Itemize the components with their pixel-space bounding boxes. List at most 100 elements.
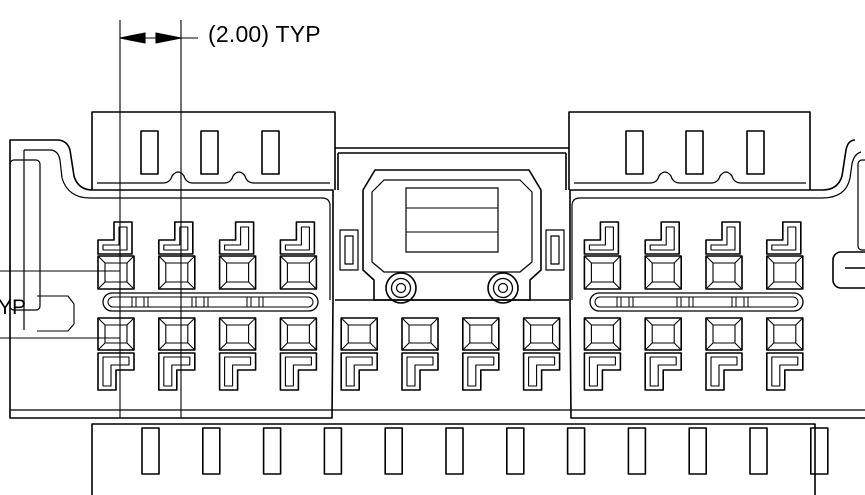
upper-contact <box>218 221 257 290</box>
contact-cell-inner <box>651 324 675 344</box>
pin-row <box>91 423 829 495</box>
contact-cell <box>97 317 135 351</box>
contact-foot <box>583 352 622 391</box>
contact-cell <box>279 317 318 351</box>
contact-cell-inner <box>104 262 128 283</box>
contact-cap-inner <box>588 226 614 251</box>
contact-cell-bevel <box>340 317 378 351</box>
contact-cell <box>705 317 743 351</box>
contact-cap <box>766 221 802 255</box>
contact-cell <box>401 317 439 351</box>
pin <box>323 427 343 475</box>
contact-foot-inner <box>467 356 495 387</box>
top-blocks <box>91 111 811 190</box>
lower-contact-row <box>97 317 804 391</box>
contact-cell-bevel <box>462 317 500 351</box>
pin-block-outline <box>91 423 816 495</box>
lower-contact <box>279 317 318 391</box>
contact-cap <box>705 221 741 255</box>
contact-cap-inner <box>284 226 310 251</box>
rail-mark <box>676 297 694 307</box>
latch-window <box>405 187 499 253</box>
top-block-left <box>91 111 336 190</box>
contact-foot-inner <box>163 356 191 387</box>
top-block-left-scallops <box>97 171 330 184</box>
contact-cell-inner <box>286 262 310 283</box>
contact-cell-inner <box>347 324 371 344</box>
contact-cell-inner <box>165 262 189 283</box>
contact-cap-inner <box>771 226 797 251</box>
pin <box>445 427 464 475</box>
contact-foot <box>401 352 439 391</box>
contact-cell-bevel <box>644 255 682 290</box>
rail-left <box>102 292 319 312</box>
arrowhead-right <box>155 32 182 44</box>
contact-cell-inner <box>590 324 614 344</box>
latch-inner <box>371 179 533 273</box>
screw-hole-right <box>487 272 519 304</box>
contact-cell-inner <box>773 324 797 344</box>
pin <box>749 427 768 475</box>
contact-cap <box>583 221 620 255</box>
contact-cell <box>158 317 196 351</box>
contact-cell-inner <box>408 324 432 344</box>
pin <box>202 427 221 475</box>
contact-foot-inner <box>345 356 373 387</box>
contact-cap-inner <box>163 226 189 251</box>
contact-foot-inner <box>710 356 738 387</box>
rail-marks <box>131 297 749 307</box>
contact-cell <box>765 255 804 290</box>
contact-cap <box>97 221 133 255</box>
contact-foot <box>279 352 318 391</box>
upper-contact <box>644 221 683 290</box>
contact-foot-inner <box>528 356 556 387</box>
pin <box>505 427 525 475</box>
pin <box>688 427 708 475</box>
contact-foot <box>766 352 804 391</box>
contact-cell <box>644 255 683 290</box>
contact-cell-bevel <box>158 317 196 351</box>
rail-mark <box>731 297 749 307</box>
upper-contact <box>279 221 318 290</box>
contact-cell-bevel <box>766 255 804 290</box>
contact-cell <box>218 317 257 351</box>
housing-inner-left <box>24 149 331 300</box>
upper-contact <box>583 221 622 290</box>
contact-cell-inner <box>469 324 493 344</box>
contact-cap <box>279 221 316 255</box>
contact-cell <box>218 255 257 290</box>
lower-contact <box>765 317 804 391</box>
contact-foot-inner <box>102 356 130 387</box>
contact-cell-bevel <box>219 317 256 351</box>
upper-contact <box>705 221 743 290</box>
left-dimension <box>0 270 120 339</box>
contact-cell <box>522 317 561 351</box>
contact-cell <box>340 317 379 351</box>
rail-mark <box>131 297 149 307</box>
center-latch <box>335 147 569 304</box>
left-side-slot <box>9 159 41 311</box>
lower-contact <box>401 317 439 391</box>
pitch-dimension <box>119 20 198 418</box>
contact-cap <box>218 221 255 255</box>
top-slot <box>685 130 704 175</box>
contact-cap-inner <box>710 226 736 251</box>
contact-cap-inner <box>224 226 250 251</box>
lower-contact <box>218 317 257 391</box>
contact-foot <box>340 352 378 391</box>
left-dimension-label: YP <box>0 296 27 319</box>
lower-contact <box>705 317 743 391</box>
contact-cell <box>765 317 804 351</box>
contact-cell-inner <box>712 262 736 283</box>
contact-cell-bevel <box>523 317 560 351</box>
contact-cell-inner <box>226 324 250 344</box>
contact-cell-bevel <box>584 255 621 290</box>
contact-cell-inner <box>104 324 128 344</box>
contact-foot-inner <box>224 356 252 387</box>
latch-body <box>362 169 542 301</box>
contact-foot-inner <box>771 356 799 387</box>
contact-cell <box>583 255 622 290</box>
contact-cell-bevel <box>766 317 804 351</box>
contact-cell <box>461 317 500 351</box>
